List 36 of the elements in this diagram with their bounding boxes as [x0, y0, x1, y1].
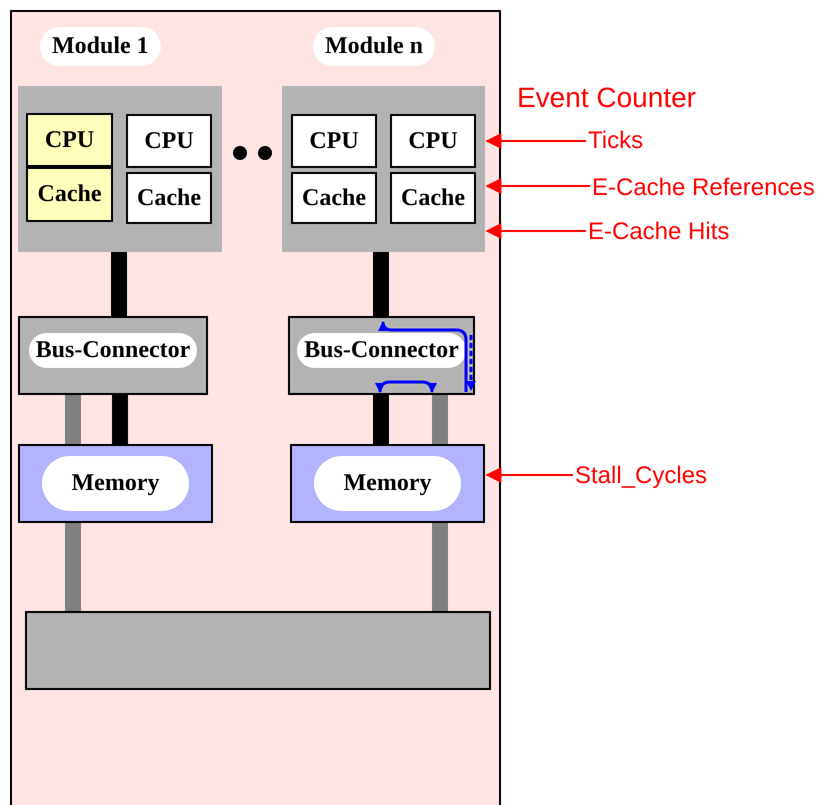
- arrow: [485, 178, 590, 194]
- memory-box: [18, 444, 213, 523]
- section-heading: Event Counter: [517, 82, 696, 114]
- bus-line: [111, 252, 127, 316]
- backplane-bar: [25, 611, 491, 690]
- memory-box: [290, 444, 485, 523]
- module-title: Module n: [313, 27, 436, 66]
- counter-label: E-Cache References: [592, 174, 815, 202]
- bus-line: [65, 523, 81, 611]
- component-box: Cache: [26, 167, 113, 222]
- bus-line: [373, 252, 389, 316]
- component-box: Cache: [126, 172, 212, 224]
- component-box: CPU: [126, 114, 212, 168]
- bus-connector-box: [18, 316, 208, 395]
- counter-label: E-Cache Hits: [588, 218, 730, 246]
- bus-connector-box: [288, 316, 475, 395]
- component-box: CPU: [26, 113, 113, 167]
- bus-line: [112, 395, 128, 444]
- memory-label: Memory: [314, 456, 462, 511]
- bus-line: [432, 523, 448, 611]
- component-box: Cache: [390, 172, 476, 224]
- bus-label: Bus-Connector: [297, 333, 466, 368]
- arrow: [485, 223, 586, 239]
- component-box: Cache: [291, 172, 377, 224]
- arrow: [485, 133, 586, 149]
- counter-label: Stall_Cycles: [575, 462, 708, 490]
- bus-line: [432, 395, 448, 444]
- module-title: Module 1: [40, 27, 161, 66]
- memory-label: Memory: [42, 456, 190, 511]
- component-box: CPU: [390, 114, 476, 168]
- component-box: CPU: [291, 114, 377, 168]
- bus-line: [373, 395, 389, 444]
- bus-label: Bus-Connector: [28, 333, 198, 368]
- counter-label: Ticks: [588, 127, 644, 155]
- arrow: [485, 467, 573, 483]
- bus-line: [65, 395, 81, 444]
